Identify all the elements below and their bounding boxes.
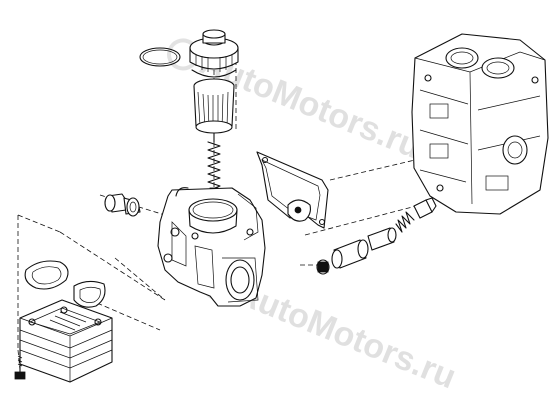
plug-part bbox=[104, 193, 141, 217]
gasket-part bbox=[256, 151, 329, 229]
oil-cooler-part bbox=[19, 299, 113, 383]
valve-assembly-part bbox=[316, 197, 437, 275]
bolt-part bbox=[14, 351, 26, 380]
o-ring-part bbox=[139, 47, 181, 67]
filter-element-part bbox=[193, 78, 235, 134]
filter-cap-part bbox=[189, 29, 239, 78]
engine-block-part bbox=[411, 33, 549, 215]
cooler-gaskets-part bbox=[24, 260, 106, 308]
filter-housing-part bbox=[157, 187, 266, 307]
svg-text:AutoMotors.ru: AutoMotors.ru bbox=[230, 273, 461, 396]
